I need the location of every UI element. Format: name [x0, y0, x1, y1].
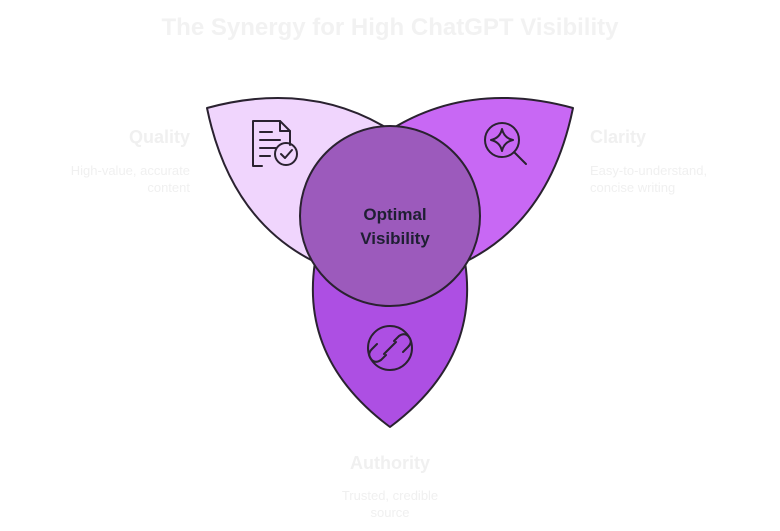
authority-description-line1: Trusted, credible: [341, 488, 439, 503]
magnifier-sparkle-icon: [484, 122, 527, 165]
quality-description: High-value, accurate content: [71, 162, 190, 196]
center-label: Optimal Visibility: [300, 203, 490, 251]
clarity-description: Easy-to-understand, concise writing: [590, 162, 707, 196]
quality-description-line1: High-value, accurate: [70, 163, 190, 178]
link-icon: [367, 325, 413, 371]
authority-description: Trusted, credible source: [290, 487, 490, 521]
quality-label: Quality: [128, 127, 190, 147]
diagram-title: The Synergy for High ChatGPT Visibility: [161, 14, 619, 41]
center-circle: [299, 125, 481, 307]
quality-description-line2: content: [147, 180, 190, 195]
center-label-line1: Optimal: [363, 205, 427, 224]
clarity-description-line1: Easy-to-understand,: [590, 163, 708, 178]
authority-description-line2: source: [370, 505, 410, 520]
center-label-line2: Visibility: [360, 229, 430, 248]
clarity-description-line2: concise writing: [590, 180, 676, 195]
authority-label: Authority: [350, 453, 430, 473]
clarity-label: Clarity: [590, 127, 647, 147]
document-check-icon: [252, 120, 298, 167]
